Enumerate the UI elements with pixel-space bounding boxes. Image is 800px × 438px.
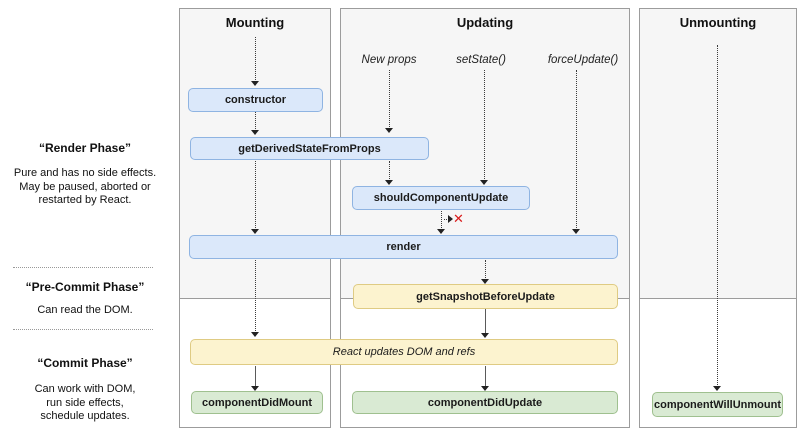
arrowhead-down-icon xyxy=(437,229,445,234)
phase-desc-line: Can read the DOM. xyxy=(37,304,133,316)
arrowhead-down-icon xyxy=(481,279,489,284)
phase-desc-line: restarted by React. xyxy=(38,194,132,206)
phase-note-pre-commit: “Pre-Commit Phase” Can read the DOM. xyxy=(5,280,165,318)
column-header-mounting: Mounting xyxy=(225,15,285,30)
method-box-componentdidmount[interactable]: componentDidMount xyxy=(191,391,323,414)
arrow-reactupdates-to-componentdidmount xyxy=(255,366,256,386)
trigger-set-state: setState() xyxy=(456,54,506,66)
arrowhead-down-icon xyxy=(481,333,489,338)
arrowhead-down-icon xyxy=(480,180,488,185)
arrow-newprops-to-getderivedstate xyxy=(389,70,390,127)
arrowhead-down-icon xyxy=(251,386,259,391)
arrowhead-down-icon xyxy=(251,130,259,135)
arrow-forceupdate-to-render xyxy=(576,70,577,228)
phase-desc-line: Pure and has no side effects. xyxy=(13,167,157,179)
arrow-setstate-to-shouldcomponentupdate xyxy=(484,70,485,179)
arrow-reactupdates-to-componentdidupdate xyxy=(485,366,486,386)
phase-desc-line: run side effects, xyxy=(46,396,124,409)
arrow-render-to-getsnapshot xyxy=(485,260,486,278)
arrowhead-down-icon xyxy=(572,229,580,234)
arrowhead-down-icon xyxy=(713,386,721,391)
arrowhead-down-icon xyxy=(251,332,259,337)
arrowhead-down-icon xyxy=(481,386,489,391)
method-box-render[interactable]: render xyxy=(189,235,618,259)
arrow-getsnapshot-to-reactupdates xyxy=(485,308,486,333)
method-box-componentwillunmount[interactable]: componentWillUnmount xyxy=(652,392,783,417)
arrow-to-componentwillunmount xyxy=(717,45,718,385)
column-header-unmounting: Unmounting xyxy=(679,15,757,30)
column-unmounting-render-bg xyxy=(639,8,797,299)
arrow-shouldcomponentupdate-to-render xyxy=(441,211,442,228)
arrow-render-to-reactupdates-mounting xyxy=(255,260,256,331)
column-header-updating: Updating xyxy=(456,15,514,30)
abort-x-icon: ✕ xyxy=(453,211,464,226)
arrowhead-down-icon xyxy=(385,128,393,133)
arrowhead-down-icon xyxy=(385,180,393,185)
method-box-shouldcomponentupdate[interactable]: shouldComponentUpdate xyxy=(352,186,530,210)
react-updates-dom-box: React updates DOM and refs xyxy=(190,339,618,365)
phase-title-commit: “Commit Phase” xyxy=(37,356,133,370)
method-box-constructor[interactable]: constructor xyxy=(188,88,323,112)
arrowhead-down-icon xyxy=(251,229,259,234)
phase-title-render: “Render Phase” xyxy=(38,141,132,155)
phase-note-render: “Render Phase” Pure and has no side effe… xyxy=(5,141,165,208)
arrowhead-down-icon xyxy=(251,81,259,86)
method-box-componentdidupdate[interactable]: componentDidUpdate xyxy=(352,391,618,414)
arrow-getderivedstate-to-render-mounting xyxy=(255,161,256,228)
arrow-getderivedstate-to-shouldcomponentupdate xyxy=(389,161,390,179)
phase-desc-line: May be paused, aborted or xyxy=(19,180,151,193)
arrow-constructor-to-getderivedstate xyxy=(255,112,256,129)
method-box-getsnapshotbeforeupdate[interactable]: getSnapshotBeforeUpdate xyxy=(353,284,618,309)
method-box-getderivedstatefromprops[interactable]: getDerivedStateFromProps xyxy=(190,137,429,160)
phase-separator xyxy=(13,267,153,268)
abort-branch-line xyxy=(444,219,449,220)
phase-desc-line: Can work with DOM, xyxy=(34,383,136,395)
arrowhead-right-icon xyxy=(448,215,453,223)
phase-separator xyxy=(13,329,153,330)
trigger-new-props: New props xyxy=(361,54,417,66)
trigger-force-update: forceUpdate() xyxy=(547,54,619,66)
phase-title-pre-commit: “Pre-Commit Phase” xyxy=(25,280,145,294)
phase-desc-line: schedule updates. xyxy=(40,410,130,422)
phase-note-commit: “Commit Phase” Can work with DOM, run si… xyxy=(5,356,165,424)
arrow-header-to-constructor xyxy=(255,37,256,80)
